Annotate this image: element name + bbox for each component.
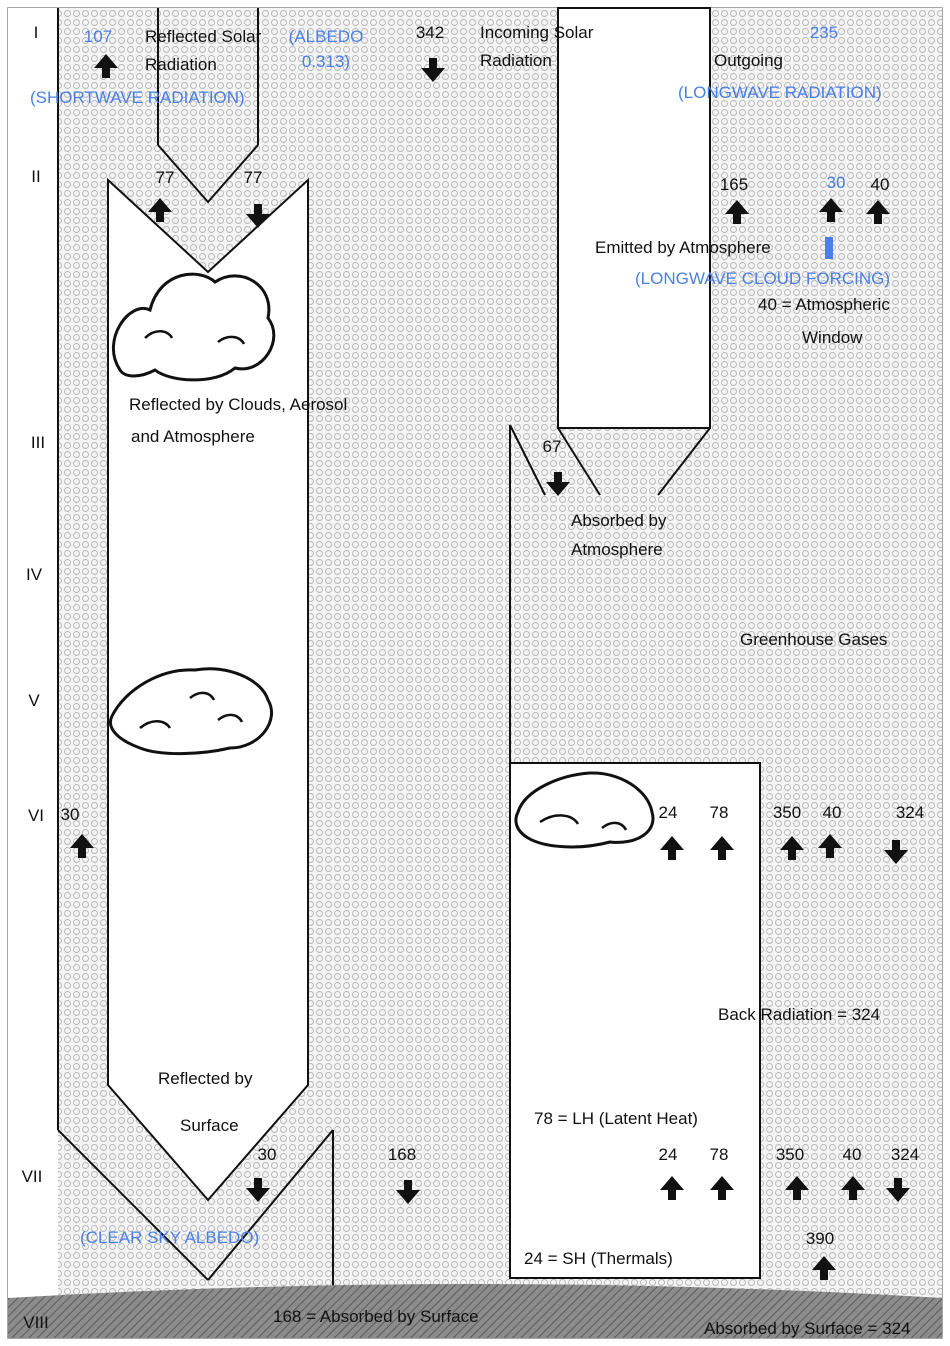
level-label: II bbox=[31, 167, 40, 186]
up-arrow-icon bbox=[812, 1256, 836, 1280]
sh-value: 24 bbox=[659, 803, 678, 822]
surface-emit-value: 350 bbox=[773, 803, 801, 822]
back-radiation-value: 324 bbox=[896, 803, 924, 822]
surface-reflect-value: 30 bbox=[61, 805, 80, 824]
incoming-value: 342 bbox=[416, 23, 444, 42]
lh-label: 78 = LH (Latent Heat) bbox=[534, 1109, 698, 1128]
absorbed-surface-324-label: Absorbed by Surface = 324 bbox=[704, 1319, 911, 1338]
up-arrow-icon bbox=[819, 198, 843, 222]
albedo-value: 0.313) bbox=[302, 52, 350, 71]
down-arrow-icon bbox=[884, 840, 908, 864]
level-label: VII bbox=[22, 1167, 43, 1186]
outgoing-value: 235 bbox=[810, 23, 838, 42]
down-arrow-icon bbox=[246, 204, 270, 228]
up-arrow-icon bbox=[785, 1176, 809, 1200]
up-arrow-icon bbox=[710, 836, 734, 860]
sh-value: 24 bbox=[659, 1145, 678, 1164]
level-label: VI bbox=[28, 806, 44, 825]
reflected-clouds-label: Reflected by Clouds, Aerosol bbox=[129, 395, 347, 414]
up-arrow-icon bbox=[725, 200, 749, 224]
surface-emit-value: 350 bbox=[776, 1145, 804, 1164]
lh-value: 78 bbox=[710, 1145, 729, 1164]
lh-value: 78 bbox=[710, 803, 729, 822]
window-value: 40 bbox=[871, 175, 890, 194]
up-arrow-icon bbox=[841, 1176, 865, 1200]
clouds-up-value: 77 bbox=[156, 168, 175, 187]
cloud-upper bbox=[112, 272, 276, 382]
up-arrow-icon bbox=[866, 200, 890, 224]
level-label: III bbox=[31, 433, 45, 452]
back-radiation-label: Back Radiation = 324 bbox=[718, 1005, 880, 1024]
reflected-value: 107 bbox=[84, 27, 112, 46]
level-label: V bbox=[28, 691, 40, 710]
window-value: 40 bbox=[823, 803, 842, 822]
down-arrow-icon bbox=[246, 1178, 270, 1202]
cloud-lower bbox=[514, 771, 655, 849]
level-label: VIII bbox=[23, 1313, 49, 1332]
incoming-label: Radiation bbox=[480, 51, 552, 70]
up-arrow-icon bbox=[70, 834, 94, 858]
cloud-forcing-marker bbox=[825, 237, 833, 259]
down-arrow-icon bbox=[421, 58, 445, 82]
absorbed-atm-label: Absorbed by bbox=[571, 511, 667, 530]
outgoing-label: Outgoing bbox=[714, 51, 783, 70]
reflected-solar-channel bbox=[158, 8, 258, 143]
surface-reflect-value: 30 bbox=[258, 1145, 277, 1164]
cloud-middle bbox=[109, 667, 274, 756]
clouds-down-value: 77 bbox=[244, 168, 263, 187]
cloud-forcing-label: (LONGWAVE CLOUD FORCING) bbox=[635, 269, 890, 288]
back-radiation-value: 324 bbox=[891, 1145, 919, 1164]
cloud-forcing-value: 30 bbox=[827, 173, 846, 192]
absorbed-surface-value: 168 bbox=[388, 1145, 416, 1164]
window-label: 40 = Atmospheric bbox=[758, 295, 890, 314]
up-arrow-icon bbox=[818, 834, 842, 858]
reflected-clouds-label: and Atmosphere bbox=[131, 427, 255, 446]
lower-dotted-block bbox=[58, 1130, 333, 1298]
left-margin bbox=[8, 8, 58, 1298]
sh-label: 24 = SH (Thermals) bbox=[524, 1249, 673, 1268]
up-arrow-icon bbox=[710, 1176, 734, 1200]
total-emit-value: 390 bbox=[806, 1229, 834, 1248]
emitted-label: Emitted by Atmosphere bbox=[595, 238, 771, 257]
up-arrow-icon bbox=[780, 836, 804, 860]
clear-sky-albedo-label: (CLEAR SKY ALBEDO) bbox=[80, 1228, 259, 1247]
window-value: 40 bbox=[843, 1145, 862, 1164]
albedo-label: (ALBEDO bbox=[289, 27, 364, 46]
level-label: IV bbox=[26, 565, 43, 584]
reflected-label: Radiation bbox=[145, 55, 217, 74]
incoming-label: Incoming Solar bbox=[480, 23, 594, 42]
up-arrow-icon bbox=[94, 54, 118, 78]
earth-surface bbox=[8, 1284, 942, 1338]
flux-arrows bbox=[70, 54, 910, 1280]
incoming-solar-channel bbox=[557, 7, 711, 429]
absorbed-atm-label: Atmosphere bbox=[571, 540, 663, 559]
absorbed-atm-value: 67 bbox=[543, 437, 562, 456]
reflected-surface-label: Surface bbox=[180, 1116, 239, 1135]
down-arrow-icon bbox=[886, 1178, 910, 1202]
level-label: I bbox=[34, 23, 39, 42]
reflected-label: Reflected Solar bbox=[145, 27, 262, 46]
window-label: Window bbox=[802, 328, 863, 347]
up-arrow-icon bbox=[660, 836, 684, 860]
up-arrow-icon bbox=[148, 198, 172, 222]
atm-emit-value: 165 bbox=[720, 175, 748, 194]
greenhouse-label: Greenhouse Gases bbox=[740, 630, 887, 649]
up-arrow-icon bbox=[660, 1176, 684, 1200]
absorbed-surface-168-label: 168 = Absorbed by Surface bbox=[273, 1307, 479, 1326]
longwave-label: (LONGWAVE RADIATION) bbox=[678, 83, 882, 102]
down-arrow-icon bbox=[396, 1180, 420, 1204]
shortwave-label: (SHORTWAVE RADIATION) bbox=[30, 88, 245, 107]
down-arrow-icon bbox=[546, 472, 570, 496]
reflected-surface-label: Reflected by bbox=[158, 1069, 253, 1088]
